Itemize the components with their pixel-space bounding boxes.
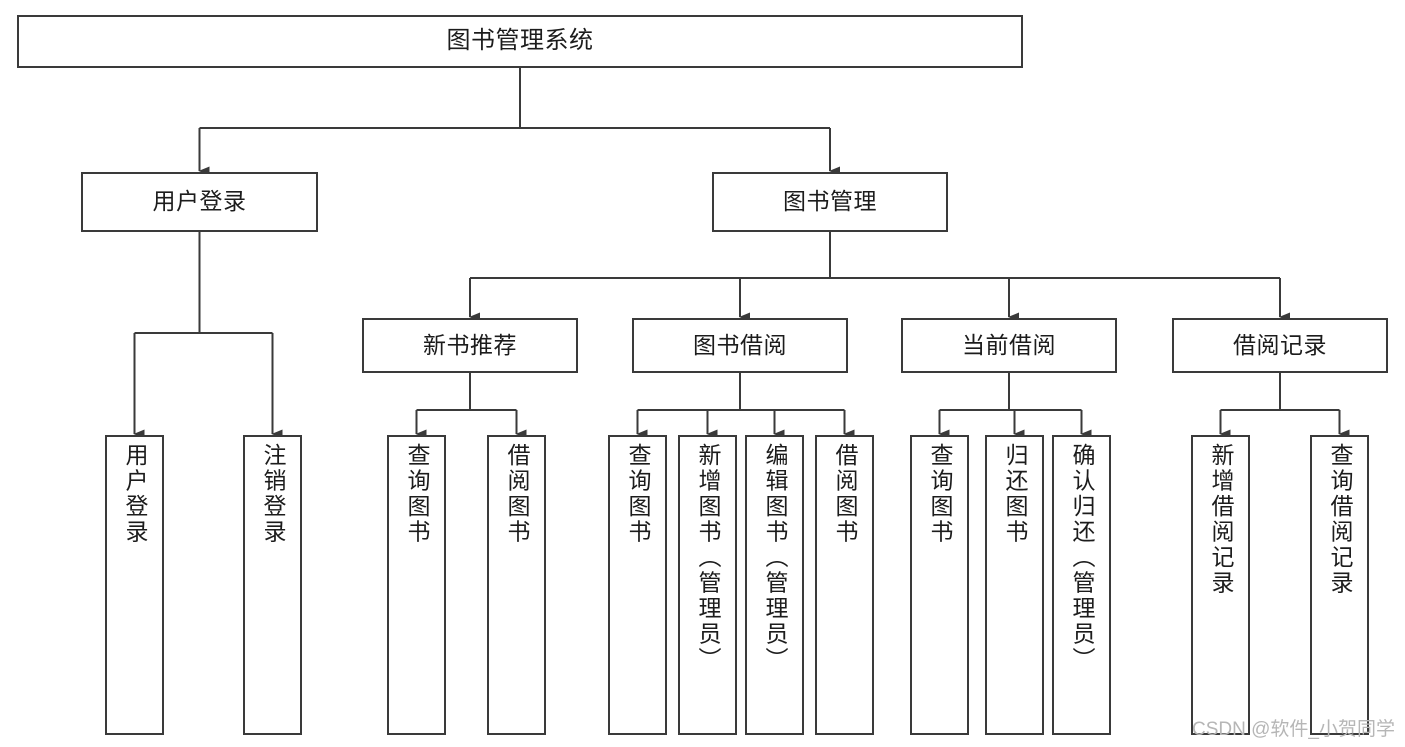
node-user-login[interactable]: 用户登录 xyxy=(81,172,318,232)
node-label: 新增图书（管理员） xyxy=(695,443,721,673)
node-leaf-return-book[interactable]: 归还图书 xyxy=(985,435,1044,735)
node-label: 归还图书 xyxy=(1002,443,1028,545)
node-label: 借阅记录 xyxy=(1233,331,1327,358)
node-book-manage[interactable]: 图书管理 xyxy=(712,172,948,232)
node-label: 新增借阅记录 xyxy=(1208,443,1234,596)
node-leaf-edit-book[interactable]: 编辑图书（管理员） xyxy=(745,435,804,735)
node-label: 图书借阅 xyxy=(693,331,787,358)
node-current-borrow[interactable]: 当前借阅 xyxy=(901,318,1117,373)
node-label: 图书管理 xyxy=(783,188,877,215)
node-label: 查询图书 xyxy=(404,443,430,545)
node-label: 借阅图书 xyxy=(504,443,530,545)
node-label: 编辑图书（管理员） xyxy=(762,443,788,673)
node-leaf-add-book[interactable]: 新增图书（管理员） xyxy=(678,435,737,735)
node-label: 查询借阅记录 xyxy=(1327,443,1353,596)
node-label: 查询图书 xyxy=(625,443,651,545)
node-new-book-recommend[interactable]: 新书推荐 xyxy=(362,318,578,373)
node-leaf-query-book-2[interactable]: 查询图书 xyxy=(608,435,667,735)
node-leaf-add-record[interactable]: 新增借阅记录 xyxy=(1191,435,1250,735)
node-label: 用户登录 xyxy=(122,443,148,545)
node-borrow-record[interactable]: 借阅记录 xyxy=(1172,318,1388,373)
node-leaf-logout[interactable]: 注销登录 xyxy=(243,435,302,735)
node-leaf-query-book-1[interactable]: 查询图书 xyxy=(387,435,446,735)
node-leaf-borrow-book-1[interactable]: 借阅图书 xyxy=(487,435,546,735)
node-book-borrow[interactable]: 图书借阅 xyxy=(632,318,848,373)
node-label: 用户登录 xyxy=(152,188,247,215)
node-label: 注销登录 xyxy=(260,443,286,545)
node-leaf-user-login[interactable]: 用户登录 xyxy=(105,435,164,735)
node-label: 当前借阅 xyxy=(962,331,1056,358)
node-leaf-query-record[interactable]: 查询借阅记录 xyxy=(1310,435,1369,735)
node-label: 查询图书 xyxy=(927,443,953,545)
node-root[interactable]: 图书管理系统 xyxy=(17,15,1023,68)
node-leaf-confirm-return[interactable]: 确认归还（管理员） xyxy=(1052,435,1111,735)
node-label: 确认归还（管理员） xyxy=(1069,443,1095,673)
node-label: 借阅图书 xyxy=(832,443,858,545)
node-label: 图书管理系统 xyxy=(446,27,594,55)
node-label: 新书推荐 xyxy=(423,331,517,358)
node-leaf-query-book-3[interactable]: 查询图书 xyxy=(910,435,969,735)
node-leaf-borrow-book-2[interactable]: 借阅图书 xyxy=(815,435,874,735)
edge-paths xyxy=(133,68,1350,439)
